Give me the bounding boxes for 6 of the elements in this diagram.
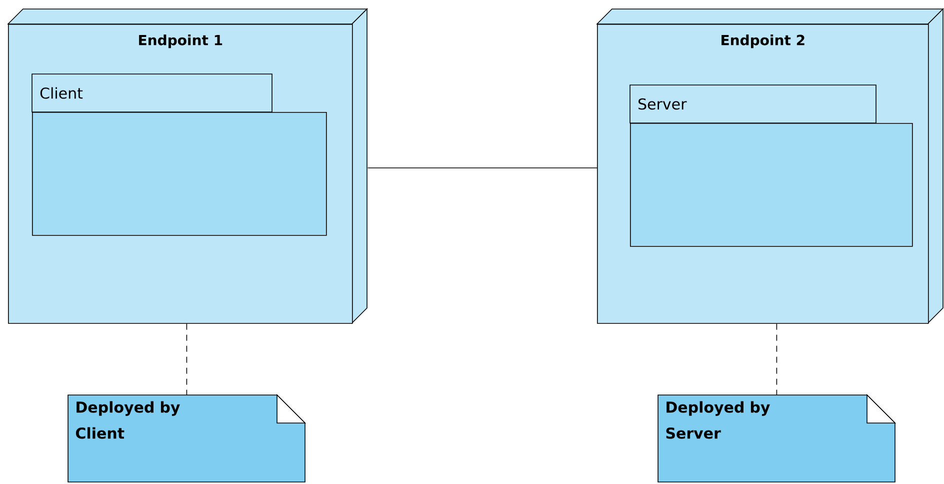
package: Server [630, 84, 913, 247]
node-label: Client [40, 87, 83, 99]
node-label: Server [638, 98, 687, 110]
connector [776, 323, 778, 396]
package: Client [32, 74, 327, 236]
connector [186, 323, 188, 396]
